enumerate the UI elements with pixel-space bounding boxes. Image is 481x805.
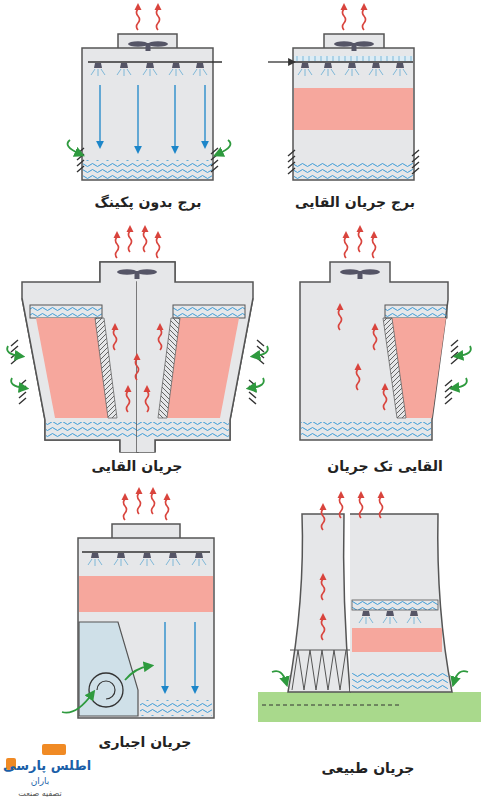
caption: جریان القایی (92, 458, 183, 474)
watermark: باران (31, 776, 50, 786)
watermark: تصفیه صنعت (18, 789, 61, 798)
caption: برج جریان القایی (295, 194, 415, 210)
caption: جریان اجباری (99, 734, 192, 750)
caption: القایی تک جریان (327, 458, 442, 474)
watermark: اطلس پارسی (3, 758, 91, 773)
caption: برج بدون پکینگ (95, 194, 202, 210)
caption: جریان طبیعی (322, 760, 415, 776)
